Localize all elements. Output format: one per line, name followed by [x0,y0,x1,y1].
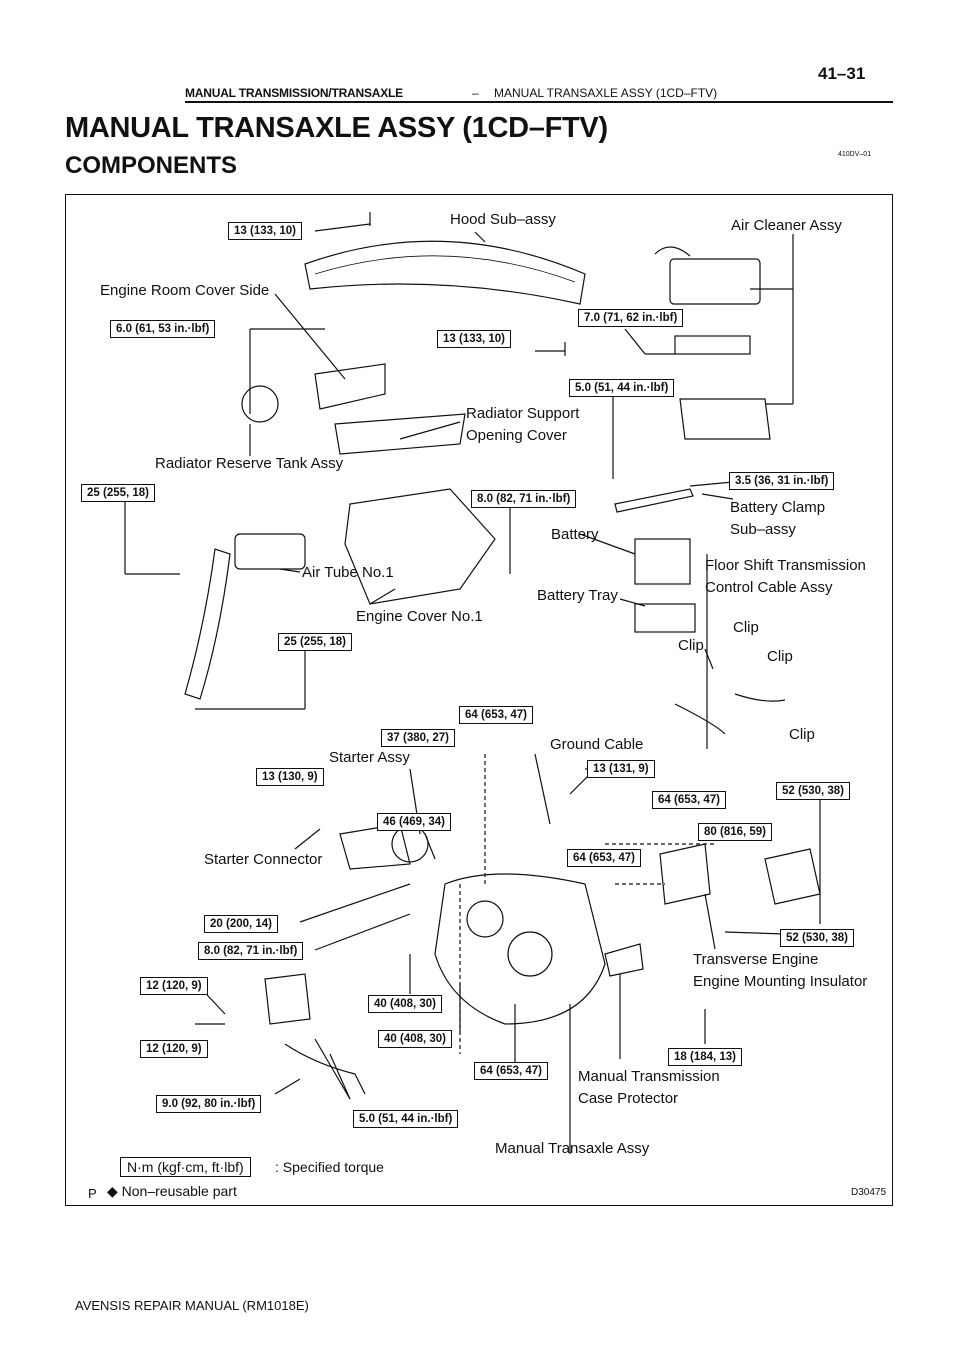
torque-value: 64 (653, 47) [474,1062,549,1080]
label-transverse-1: Transverse Engine [693,951,819,968]
section-title: MANUAL TRANSMISSION/TRANSAXLE [185,86,403,100]
label-transaxle: Manual Transaxle Assy [495,1140,650,1157]
legend-nonreusable: ◆ Non–reusable part [107,1183,237,1199]
label-starter-connector: Starter Connector [204,851,323,868]
page-title: MANUAL TRANSAXLE ASSY (1CD–FTV) [65,112,608,144]
label-hood: Hood Sub–assy [450,211,556,228]
label-clip-a: Clip [733,619,759,636]
components-illustration [124,212,821,1154]
label-case-protector-1: Manual Transmission [578,1068,720,1085]
torque-value: 40 (408, 30) [378,1030,453,1048]
label-battery-clamp-2: Sub–assy [730,521,796,538]
torque-value: 7.0 (71, 62 in.·lbf) [578,309,684,327]
label-floor-shift-2: Control Cable Assy [705,579,833,596]
legend-torque-unit: N·m (kgf·cm, ft·lbf) [120,1157,251,1177]
torque-value: 18 (184, 13) [668,1048,743,1066]
torque-value: 13 (130, 9) [256,768,324,786]
torque-value: 5.0 (51, 44 in.·lbf) [569,379,675,397]
torque-value: 13 (133, 10) [437,330,512,348]
label-radiator-support-2: Opening Cover [466,427,567,444]
page-number: 41–31 [818,64,866,83]
torque-value: 25 (255, 18) [278,633,353,651]
label-battery-tray: Battery Tray [537,587,618,604]
header-dash: – [472,86,479,100]
torque-value: 64 (653, 47) [652,791,727,809]
torque-value: 40 (408, 30) [368,995,443,1013]
torque-value: 8.0 (82, 71 in.·lbf) [198,942,304,960]
subsection-title: MANUAL TRANSAXLE ASSY (1CD–FTV) [494,86,718,100]
torque-value: 12 (120, 9) [140,1040,208,1058]
header-rule [185,101,893,103]
torque-value: 13 (133, 10) [228,222,303,240]
label-ground-cable: Ground Cable [550,736,644,753]
torque-value: 20 (200, 14) [204,915,279,933]
torque-value: 80 (816, 59) [698,823,773,841]
label-clip-d: Clip [789,726,815,743]
torque-value: 52 (530, 38) [776,782,851,800]
torque-value: 9.0 (92, 80 in.·lbf) [156,1095,262,1113]
torque-value: 37 (380, 27) [381,729,456,747]
label-engine-room-cover: Engine Room Cover Side [100,282,270,299]
label-air-cleaner: Air Cleaner Assy [731,217,842,234]
torque-value: 25 (255, 18) [81,484,156,502]
reference-code: 410DV–01 [838,151,872,158]
legend-torque-text: : Specified torque [275,1159,384,1175]
torque-value: 52 (530, 38) [780,929,855,947]
label-transverse-2: Engine Mounting Insulator [693,973,868,990]
label-air-tube: Air Tube No.1 [302,564,394,581]
torque-value: 5.0 (51, 44 in.·lbf) [353,1110,459,1128]
diagram-frame [65,194,893,1206]
label-radiator-reserve: Radiator Reserve Tank Assy [155,455,344,472]
label-clip-b: Clip [678,637,704,654]
label-radiator-support-1: Radiator Support [466,405,580,422]
label-engine-cover: Engine Cover No.1 [356,608,483,625]
torque-value: 12 (120, 9) [140,977,208,995]
torque-value: 13 (131, 9) [587,760,655,778]
torque-value: 8.0 (82, 71 in.·lbf) [471,490,577,508]
torque-value: 64 (653, 47) [459,706,534,724]
legend-p-mark: P [88,1186,97,1201]
label-battery-clamp-1: Battery Clamp [730,499,826,516]
label-clip-c: Clip [767,648,793,665]
torque-value: 3.5 (36, 31 in.·lbf) [729,472,835,490]
figure-code: D30475 [851,1187,887,1198]
label-floor-shift-1: Floor Shift Transmission [705,557,866,574]
label-case-protector-2: Case Protector [578,1090,679,1107]
torque-value: 46 (469, 34) [377,813,452,831]
footer-manual: AVENSIS REPAIR MANUAL (RM1018E) [75,1298,309,1313]
torque-value: 6.0 (61, 53 in.·lbf) [110,320,216,338]
label-battery: Battery [551,526,599,543]
torque-value: 64 (653, 47) [567,849,642,867]
page-subtitle: COMPONENTS [65,152,238,179]
label-starter-assy: Starter Assy [329,749,410,766]
